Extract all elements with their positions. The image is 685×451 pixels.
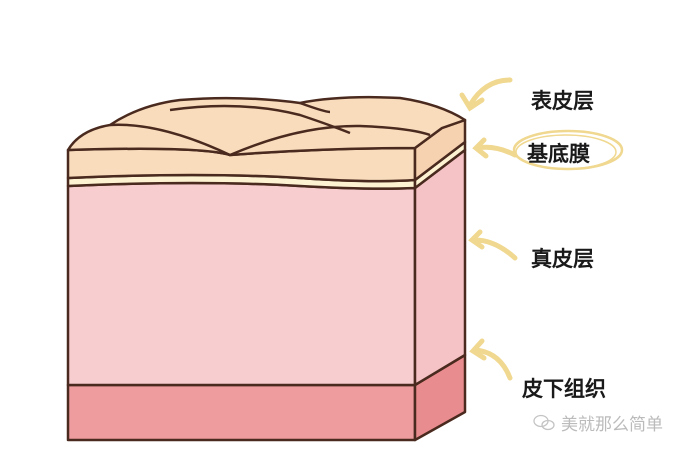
dermis-layer bbox=[66, 181, 417, 387]
watermark: 美就那么简单 bbox=[533, 410, 663, 435]
label-basement-membrane: 基底膜 bbox=[527, 142, 590, 166]
label-dermis: 真皮层 bbox=[531, 247, 594, 271]
watermark-text: 美就那么简单 bbox=[561, 415, 663, 435]
wechat-icon bbox=[533, 414, 555, 430]
arrow-subcutaneous bbox=[472, 347, 513, 381]
arrow-basement bbox=[475, 144, 518, 158]
label-subcutaneous: 皮下组织 bbox=[522, 377, 606, 401]
arrow-epidermis bbox=[467, 77, 513, 108]
arrow-dermis bbox=[472, 237, 518, 261]
dermis-side bbox=[413, 148, 467, 387]
subcutaneous-layer bbox=[66, 383, 417, 442]
label-epidermis: 表皮层 bbox=[531, 89, 594, 113]
